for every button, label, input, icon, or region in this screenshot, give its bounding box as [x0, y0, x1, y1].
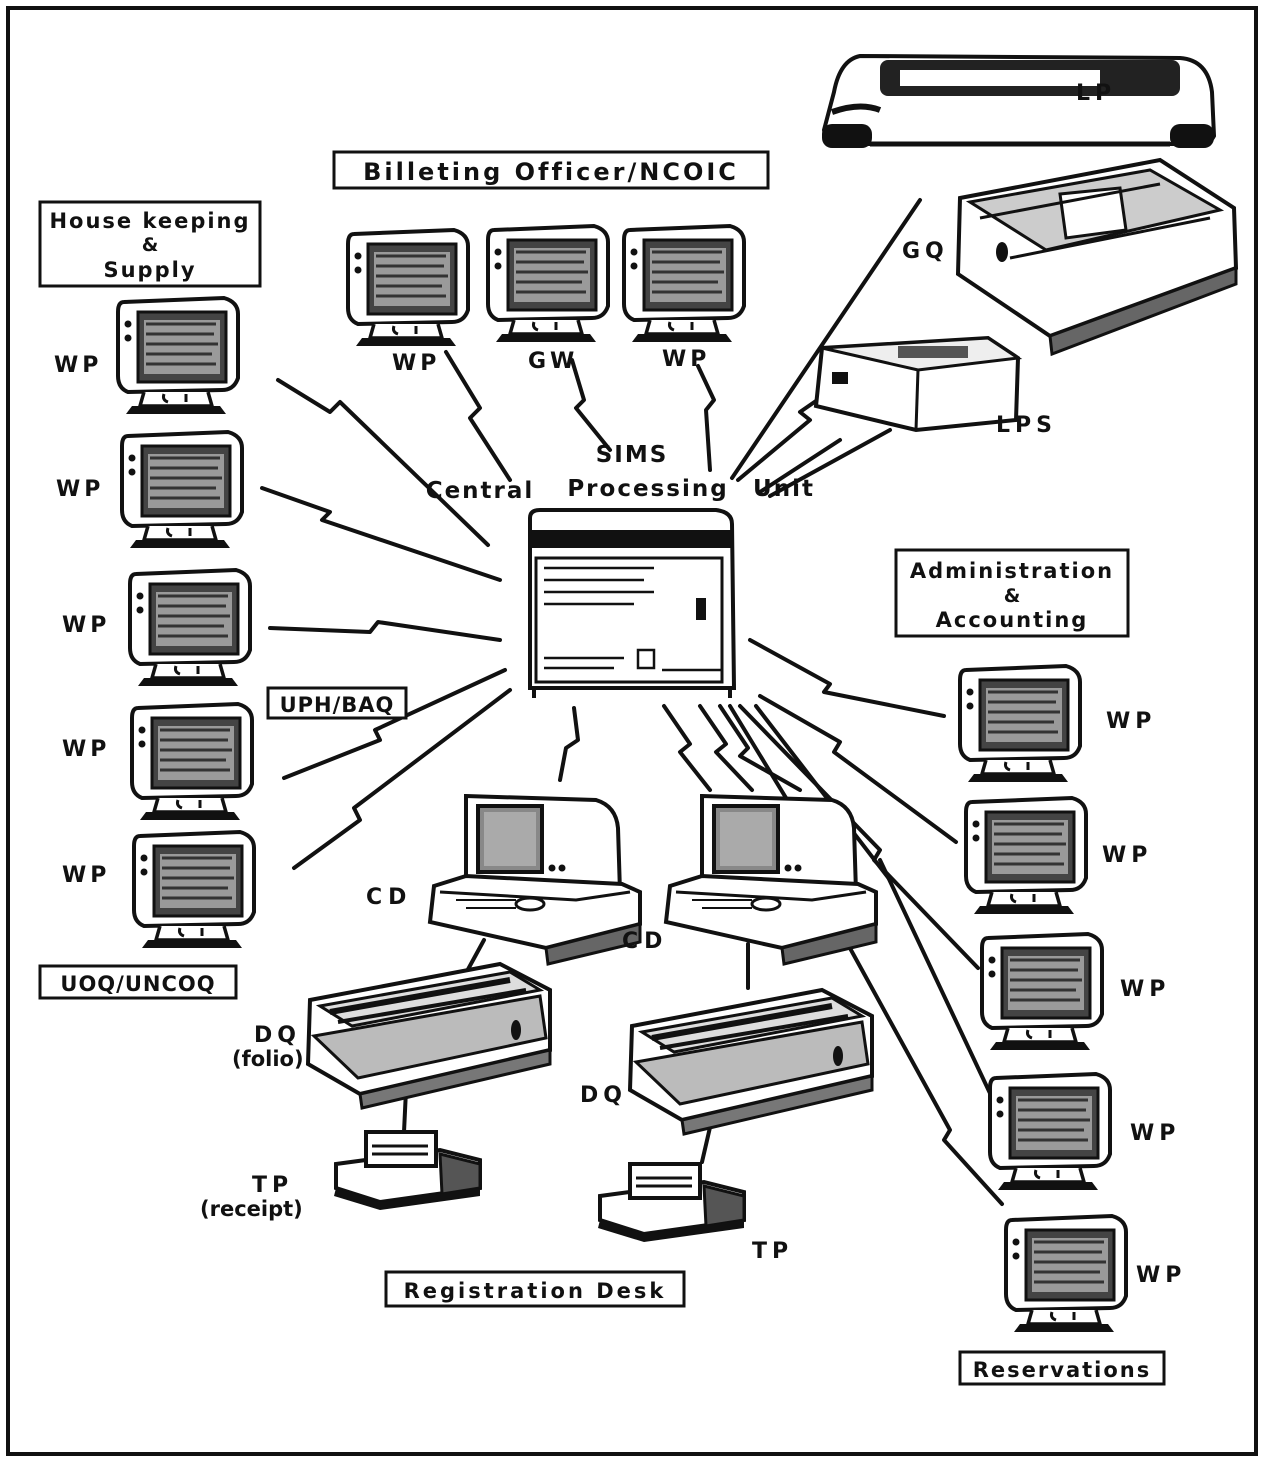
dot-matrix-printer-icon — [308, 964, 550, 1108]
ticket-printer-icon — [596, 1162, 746, 1244]
registration-label: Registration Desk — [404, 1279, 667, 1303]
terminal-icon — [958, 664, 1082, 784]
line-printer-icon — [821, 53, 1217, 148]
billeting-label: Billeting Officer/NCOIC — [363, 158, 739, 186]
lps-icon — [813, 335, 1023, 433]
central-processing-unit-icon — [528, 508, 737, 698]
wp-label: WP — [1120, 977, 1170, 1002]
housekeeping-label-line2: & — [142, 234, 159, 256]
administration-label-line1: Administration — [910, 559, 1114, 583]
registration-label-box — [384, 1270, 686, 1308]
reservations-label-box — [958, 1350, 1166, 1386]
computer-icon — [428, 794, 642, 966]
tp-note-label: (receipt) — [200, 1197, 303, 1221]
ticket-printer-icon — [332, 1130, 482, 1212]
terminal-icon — [980, 932, 1104, 1052]
dot-matrix-printer-icon — [630, 990, 872, 1134]
processing-label: Processing — [567, 476, 728, 502]
uph-baq-label-box — [266, 686, 408, 720]
terminal-icon — [486, 224, 610, 344]
wp-label: WP — [1102, 843, 1152, 868]
administration-label-box — [894, 548, 1130, 638]
wp-label: WP — [62, 737, 110, 762]
terminal-icon — [116, 296, 240, 416]
terminal-icon — [128, 568, 252, 688]
uph-baq-label: UPH/BAQ — [280, 693, 395, 717]
lps-label: LPS — [996, 413, 1057, 438]
tp-label: TP — [752, 1239, 793, 1264]
wp-label: WP — [1106, 709, 1156, 734]
outer-frame — [6, 6, 1258, 1456]
housekeeping-label-box — [38, 200, 262, 288]
tp-label: TP — [252, 1173, 293, 1198]
administration-label-line3: Accounting — [936, 608, 1089, 632]
wp-label: WP — [392, 351, 440, 376]
wp-label: WP — [56, 477, 104, 502]
computer-icon — [664, 794, 878, 966]
terminal-icon — [346, 228, 470, 348]
central-label: Central — [426, 478, 535, 504]
wp-label: WP — [1136, 1263, 1186, 1288]
wp-label: WP — [1130, 1121, 1180, 1146]
dq-label: DQ — [254, 1023, 301, 1048]
terminal-icon — [132, 830, 256, 950]
gw-label: GW — [528, 349, 578, 374]
reservations-label: Reservations — [973, 1358, 1152, 1382]
cd-label: CD — [622, 929, 668, 954]
housekeeping-label-line3: Supply — [103, 258, 196, 282]
dq-note-label: (folio) — [232, 1047, 304, 1071]
terminal-icon — [1004, 1214, 1128, 1334]
cd-label: CD — [366, 885, 412, 910]
sims-label: SIMS — [596, 442, 669, 468]
uoq-uncoq-label: UOQ/UNCOQ — [60, 972, 215, 996]
uoq-uncoq-label-box — [38, 964, 238, 1000]
terminal-icon — [988, 1072, 1112, 1192]
housekeeping-label-line1: House keeping — [49, 209, 250, 233]
lp-label: LP — [1076, 81, 1116, 106]
dot-matrix-printer-icon — [955, 157, 1239, 357]
terminal-icon — [622, 224, 746, 344]
billeting-label-box — [332, 150, 770, 190]
wp-label: WP — [62, 613, 110, 638]
wp-label: WP — [54, 353, 102, 378]
wp-label: WP — [62, 863, 110, 888]
administration-label-line2: & — [1004, 585, 1021, 607]
terminal-icon — [964, 796, 1088, 916]
terminal-icon — [120, 430, 244, 550]
gq-label: GQ — [902, 239, 949, 264]
unit-label: Unit — [753, 476, 815, 502]
terminal-icon — [130, 702, 254, 822]
wp-label: WP — [662, 347, 710, 372]
dq-label: DQ — [580, 1083, 627, 1108]
